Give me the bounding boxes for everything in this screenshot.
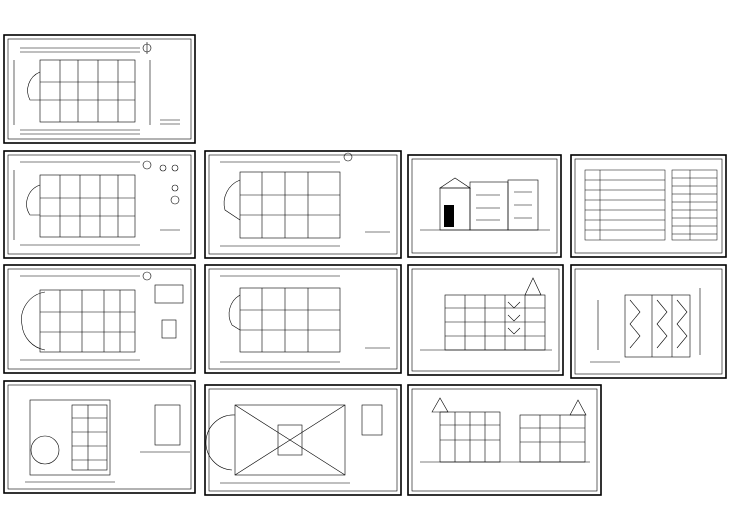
sheet-floor-plan-6[interactable] xyxy=(204,384,402,496)
sheet-floor-plan-3[interactable] xyxy=(204,150,402,259)
sheet-floor-plan-2[interactable] xyxy=(3,150,196,259)
sheet-roof-plan[interactable] xyxy=(3,380,196,494)
sheet-section[interactable] xyxy=(570,264,727,379)
sheet-floor-plan-5[interactable] xyxy=(204,264,402,374)
sheet-floor-plan-1[interactable] xyxy=(3,34,196,144)
sheet-elevation-2[interactable] xyxy=(407,264,564,376)
sheet-schedule-table[interactable] xyxy=(570,154,727,258)
sheet-elevation-1[interactable] xyxy=(407,154,562,258)
sheet-floor-plan-4[interactable] xyxy=(3,264,196,374)
sheet-elevation-3[interactable] xyxy=(407,384,602,496)
